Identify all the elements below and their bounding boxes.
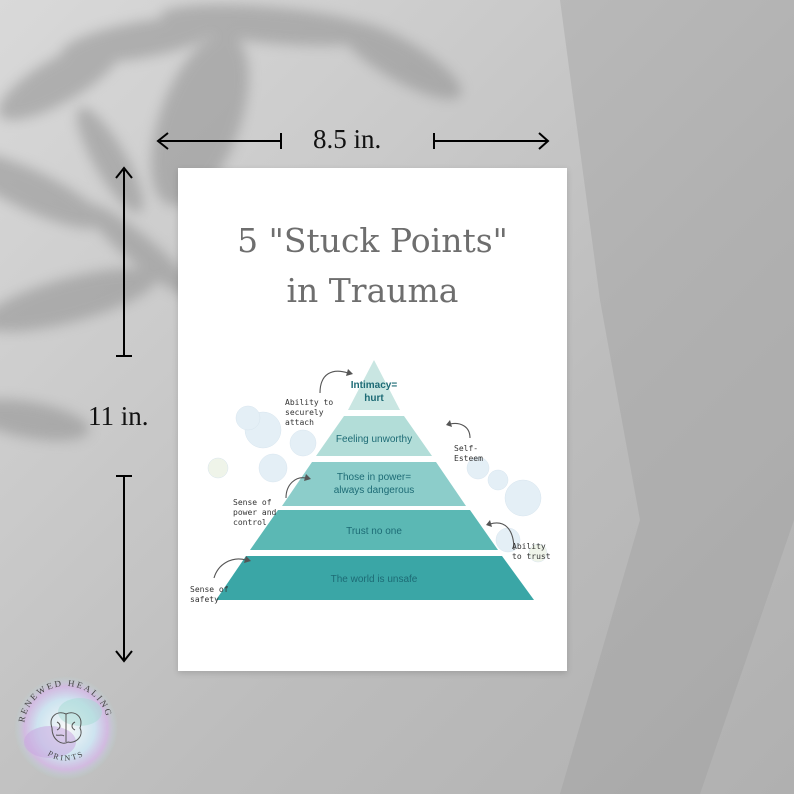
note-power-control: Sense of power and control xyxy=(233,498,277,527)
note-sense-safety: Sense of safety xyxy=(190,585,229,604)
note-securely-attach: Ability to securely attach xyxy=(285,398,334,427)
pyramid-level-5 xyxy=(216,556,534,600)
height-arrow-top xyxy=(123,170,125,356)
brain-icon xyxy=(50,712,82,744)
pyramid-level-1 xyxy=(348,360,400,410)
renewed-healing-prints-logo: RENEWED HEALING PRINTS xyxy=(14,676,118,780)
level-1-label-line1: Intimacy= xyxy=(351,380,398,391)
note-self-esteem: Self- Esteem xyxy=(454,444,483,463)
pyramid-level-3 xyxy=(282,462,466,506)
height-arrow-bottom xyxy=(123,476,125,660)
logo-text-bottom: PRINTS xyxy=(46,749,83,763)
level-4-label: Trust no one xyxy=(346,526,402,537)
width-label: 8.5 in. xyxy=(313,124,382,154)
level-1-label-line2: hurt xyxy=(364,393,384,404)
width-arrow-left xyxy=(160,140,282,142)
width-arrow-right xyxy=(433,140,547,142)
svg-text:PRINTS: PRINTS xyxy=(46,749,85,763)
pyramid-level-2 xyxy=(316,416,432,456)
level-3-label-line2: always dangerous xyxy=(334,485,415,496)
pyramid-level-4 xyxy=(250,510,498,550)
pyramid-diagram: Intimacy= hurt Feeling unworthy Those in… xyxy=(207,360,548,600)
poster: 5 "Stuck Points" in Trauma Intimacy= hur… xyxy=(178,168,567,671)
flower-decoration xyxy=(207,405,548,563)
height-label: 11 in. xyxy=(88,401,149,431)
poster-title-line2: in Trauma xyxy=(286,271,459,310)
note-ability-trust: Ability to trust xyxy=(512,542,551,561)
level-5-label: The world is unsafe xyxy=(331,574,418,585)
pointer-arrows xyxy=(213,370,515,579)
level-3-label-line1: Those in power= xyxy=(337,472,411,483)
poster-title-line1: 5 "Stuck Points" xyxy=(237,221,508,260)
level-2-label: Feeling unworthy xyxy=(336,434,412,445)
